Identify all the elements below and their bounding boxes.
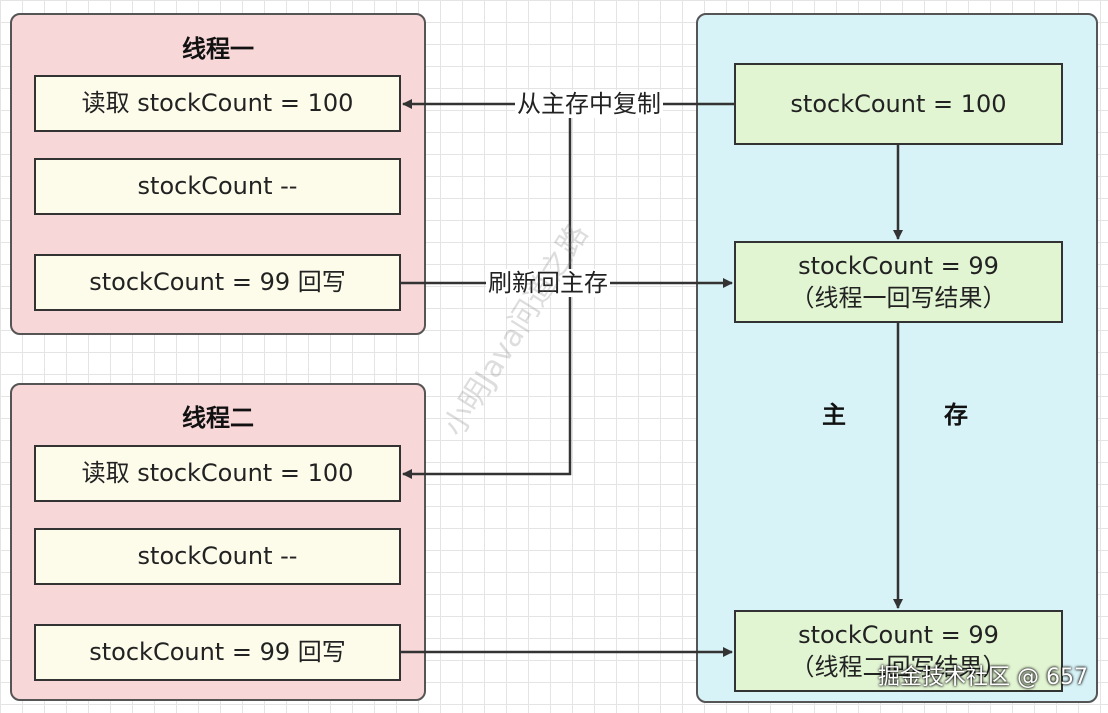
memory-initial-text: stockCount = 100 — [790, 89, 1007, 118]
thread-one-decrement-text: stockCount -- — [137, 172, 298, 201]
thread-two-read-text: 读取 stockCount = 100 — [81, 459, 354, 488]
thread-one-title: 线程一 — [182, 35, 254, 63]
thread-two-read-box: 读取 stockCount = 100 — [34, 445, 401, 502]
thread-two-writeback-text: stockCount = 99 回写 — [89, 638, 346, 667]
copy-from-memory-label: 从主存中复制 — [515, 90, 663, 118]
thread-two-decrement-text: stockCount -- — [137, 542, 298, 571]
main-memory-label-right: 存 — [944, 401, 968, 429]
memory-initial-box: stockCount = 100 — [734, 63, 1063, 145]
thread-one-read-text: 读取 stockCount = 100 — [81, 89, 354, 118]
memory-thread-one-value: stockCount = 99 — [798, 251, 999, 280]
thread-one-writeback-text: stockCount = 99 回写 — [89, 268, 346, 297]
thread-two-decrement-box: stockCount -- — [34, 528, 401, 585]
thread-one-read-box: 读取 stockCount = 100 — [34, 75, 401, 132]
memory-thread-two-value: stockCount = 99 — [798, 620, 999, 649]
thread-two-title: 线程二 — [182, 404, 254, 432]
thread-two-writeback-box: stockCount = 99 回写 — [34, 624, 401, 681]
flush-to-memory-label: 刷新回主存 — [486, 269, 610, 297]
memory-thread-one-note: （线程一回写结果） — [790, 284, 1007, 312]
memory-thread-one-result-box: stockCount = 99 （线程一回写结果） — [734, 241, 1063, 323]
attribution-text: 掘金技术社区 @ 657 — [878, 665, 1088, 690]
main-memory-label-left: 主 — [822, 401, 846, 429]
copy-to-thread-two-arrow — [402, 104, 572, 479]
memory-thread-two-note: （线程二回写结果） — [790, 653, 1007, 681]
thread-one-decrement-box: stockCount -- — [34, 158, 401, 215]
thread-one-writeback-box: stockCount = 99 回写 — [34, 254, 401, 311]
memory-thread-two-result-box: stockCount = 99 （线程二回写结果） — [734, 610, 1063, 692]
